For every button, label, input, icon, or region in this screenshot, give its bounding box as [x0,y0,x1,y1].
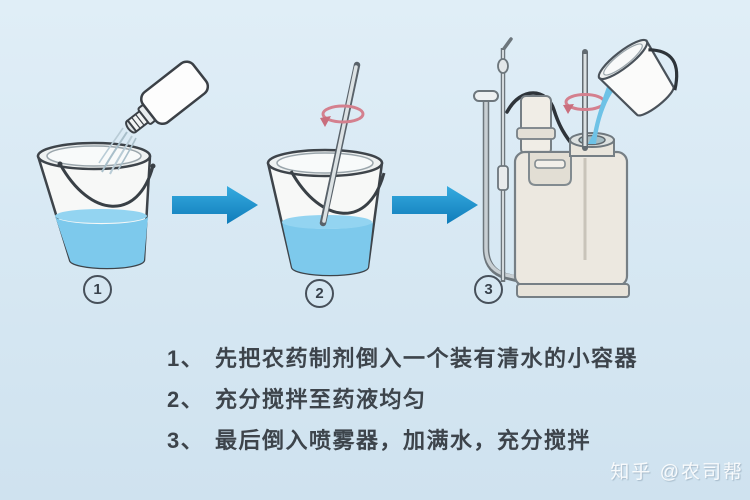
tank-grab-bar [534,159,566,169]
water-surface [282,215,372,229]
small-pouring-bucket [597,38,679,117]
instruction-index: 3、 [167,428,205,453]
water [282,222,373,275]
rotation-arrowhead-icon [563,104,574,114]
bucket-handle [58,163,155,208]
pump-lever [473,90,521,283]
instruction-line-3: 3、 最后倒入喷雾器，加满水，充分搅拌 [167,427,638,454]
water [55,216,148,268]
bucket-rim-inner [276,152,374,174]
instruction-list: 1、 先把农药制剂倒入一个装有清水的小容器 2、 充分搅拌至药液均匀 3、 最后… [167,345,638,468]
instruction-text: 充分搅拌至药液均匀 [215,387,427,412]
arrow-step1-to-step2-icon [172,186,258,224]
spray-wand [497,37,513,282]
hose [505,91,577,150]
pump-collar [516,127,556,140]
instruction-index: 2、 [167,387,205,412]
water-surface [55,209,147,223]
step1-bucket-bottle-illustration [36,60,210,270]
instruction-text: 先把农药制剂倒入一个装有清水的小容器 [215,346,639,371]
step2-bucket-stirring-illustration [266,61,386,277]
pour-stream [588,84,614,144]
pump-cylinder [520,95,552,155]
tank-handle-recess [528,153,572,186]
rotation-arrow-icon [321,104,365,124]
step1-number-badge: 1 [83,275,112,304]
sprayer-base [516,283,630,298]
instruction-line-1: 1、 先把农药制剂倒入一个装有清水的小容器 [167,345,638,372]
pesticide-bottle [125,60,210,134]
step2-number-badge: 2 [305,279,334,308]
watermark: 知乎 @农司帮 [610,462,744,483]
pour-stream [98,127,137,175]
instruction-text: 最后倒入喷雾器，加满水，充分搅拌 [215,428,592,453]
step3-number-badge: 3 [474,275,503,304]
step3-sprayer-filling-illustration [473,37,679,298]
handle-pivot [150,163,156,169]
stirring-rod-highlight [322,65,358,223]
instruction-line-2: 2、 充分搅拌至药液均匀 [167,386,638,413]
handle-pivot [57,161,63,167]
instruction-index: 1、 [167,346,205,371]
rotation-arrowhead-icon [320,116,331,127]
arrow-step2-to-step3-icon [392,186,478,224]
small-bucket-handle [648,48,679,91]
bucket-handle [289,170,386,215]
